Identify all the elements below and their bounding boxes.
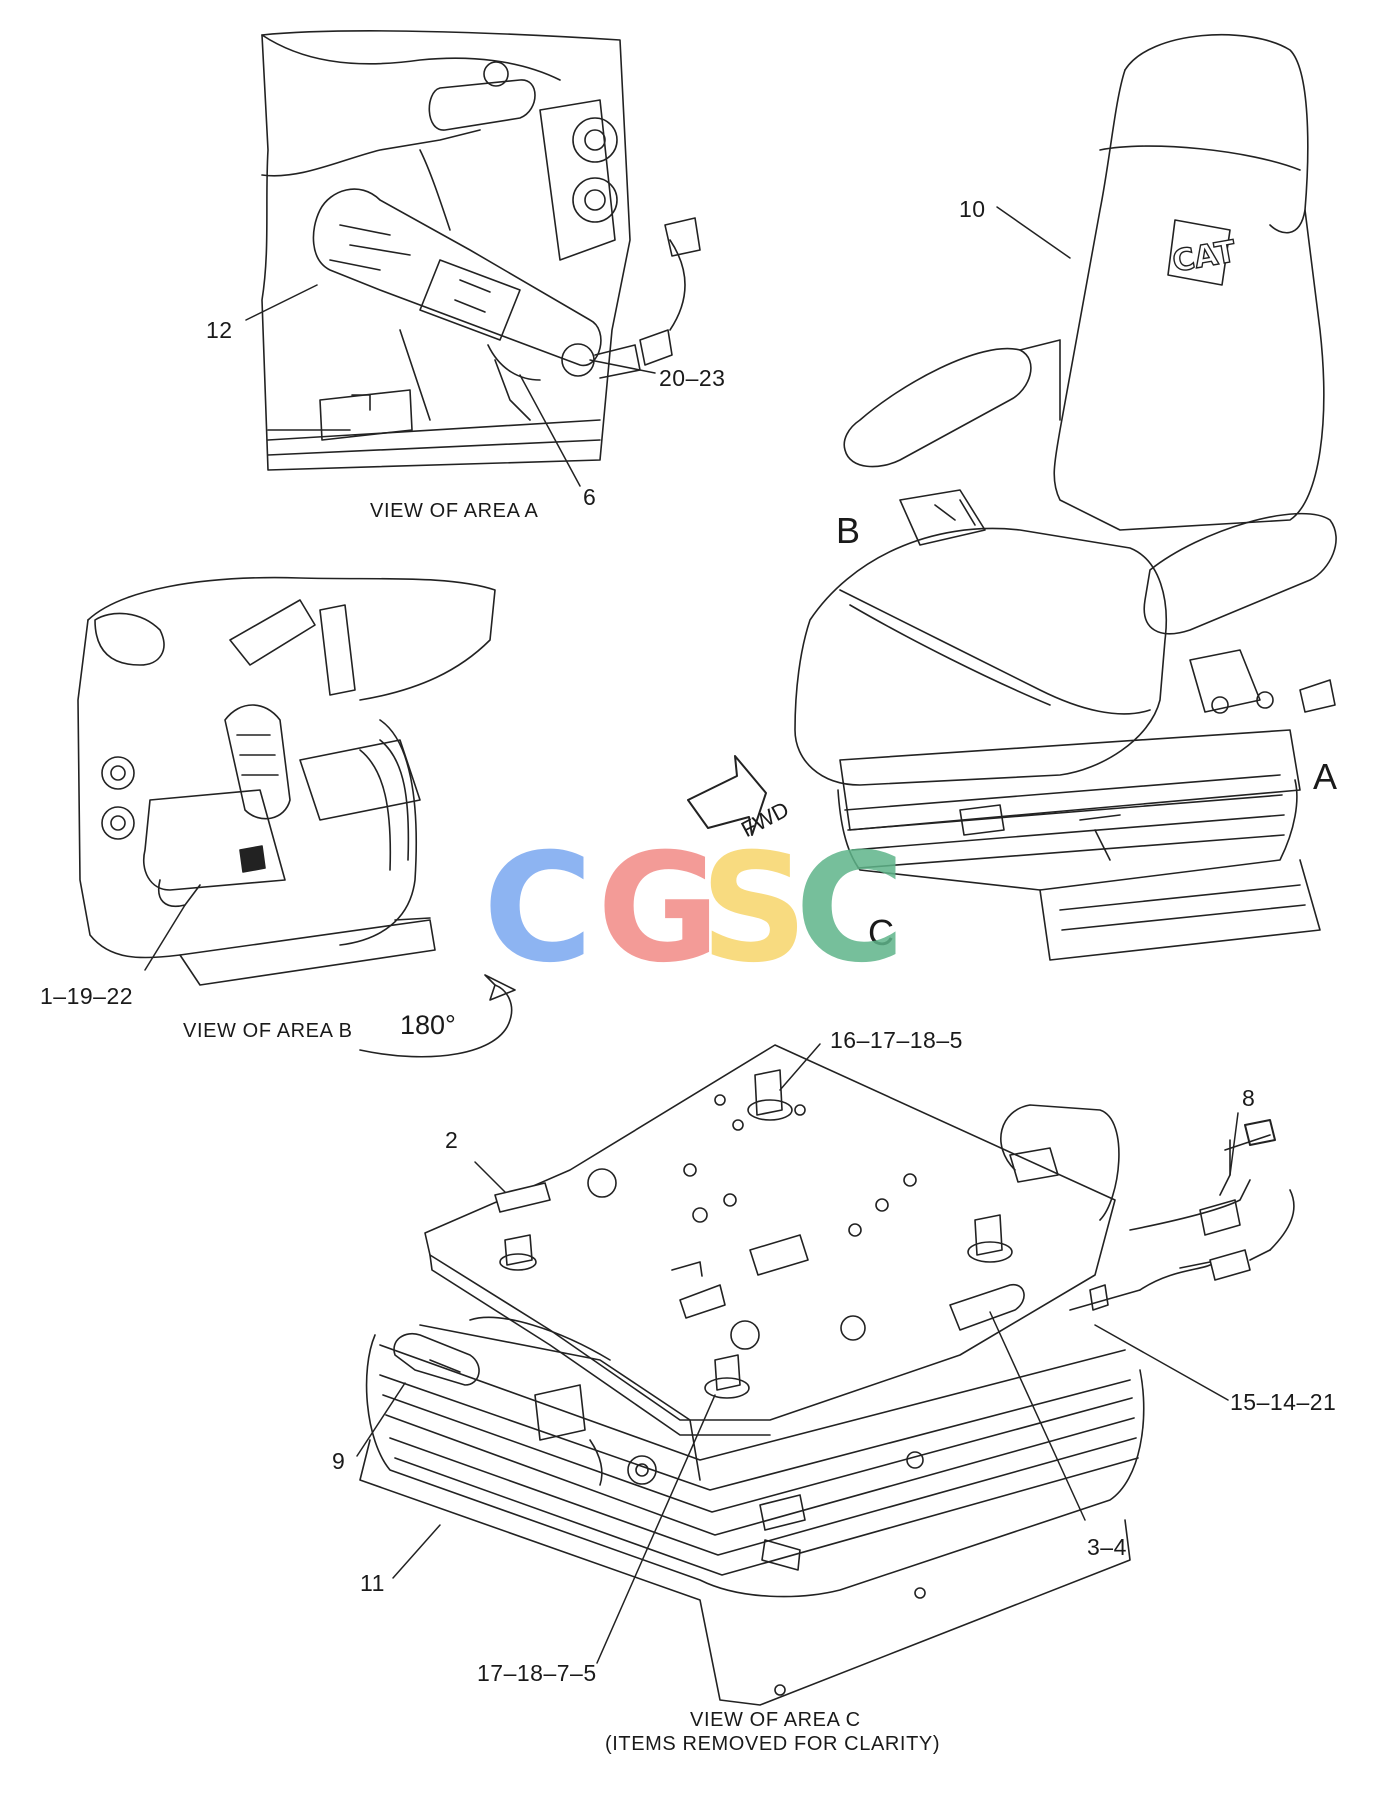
callout-11: 11 bbox=[360, 1570, 385, 1596]
callout-8: 8 bbox=[1242, 1085, 1256, 1111]
area-c-caption: VIEW OF AREA C bbox=[690, 1709, 861, 1731]
rotation-label: 180° bbox=[400, 1010, 456, 1040]
callout-6: 6 bbox=[583, 484, 597, 510]
leader-lines bbox=[144, 206, 1239, 1664]
area-marker-c: C bbox=[868, 912, 894, 953]
seat-drawing bbox=[794, 33, 1337, 961]
callout-17-18-7-5: 17–18–7–5 bbox=[477, 1660, 597, 1686]
area-c-caption-note: (ITEMS REMOVED FOR CLARITY) bbox=[605, 1733, 941, 1755]
area-marker-b: B bbox=[836, 510, 861, 551]
callout-16-17-18-5: 16–17–18–5 bbox=[830, 1027, 963, 1053]
watermark-letter-3: S bbox=[700, 822, 809, 996]
cat-logo: CAT bbox=[1170, 234, 1239, 280]
forward-arrow-icon bbox=[687, 755, 767, 836]
callout-20-23: 20–23 bbox=[659, 365, 726, 391]
area-a-caption: VIEW OF AREA A bbox=[370, 500, 539, 522]
watermark-letter-4: C bbox=[795, 822, 906, 996]
area-c-drawing bbox=[359, 1044, 1295, 1706]
callout-10: 10 bbox=[959, 196, 986, 222]
watermark-letter-1: C bbox=[483, 822, 594, 996]
callout-9: 9 bbox=[332, 1448, 346, 1474]
watermark-letter-2: G bbox=[597, 822, 721, 996]
area-a-drawing bbox=[261, 30, 701, 471]
callout-2: 2 bbox=[445, 1127, 459, 1153]
area-marker-a: A bbox=[1313, 756, 1338, 797]
callout-1-19-22: 1–19–22 bbox=[40, 983, 134, 1009]
area-b-caption: VIEW OF AREA B bbox=[183, 1020, 353, 1042]
callout-3-4: 3–4 bbox=[1087, 1534, 1127, 1560]
callout-15-14-21: 15–14–21 bbox=[1230, 1389, 1337, 1415]
area-b-drawing bbox=[77, 576, 516, 1058]
callout-12: 12 bbox=[206, 317, 233, 343]
